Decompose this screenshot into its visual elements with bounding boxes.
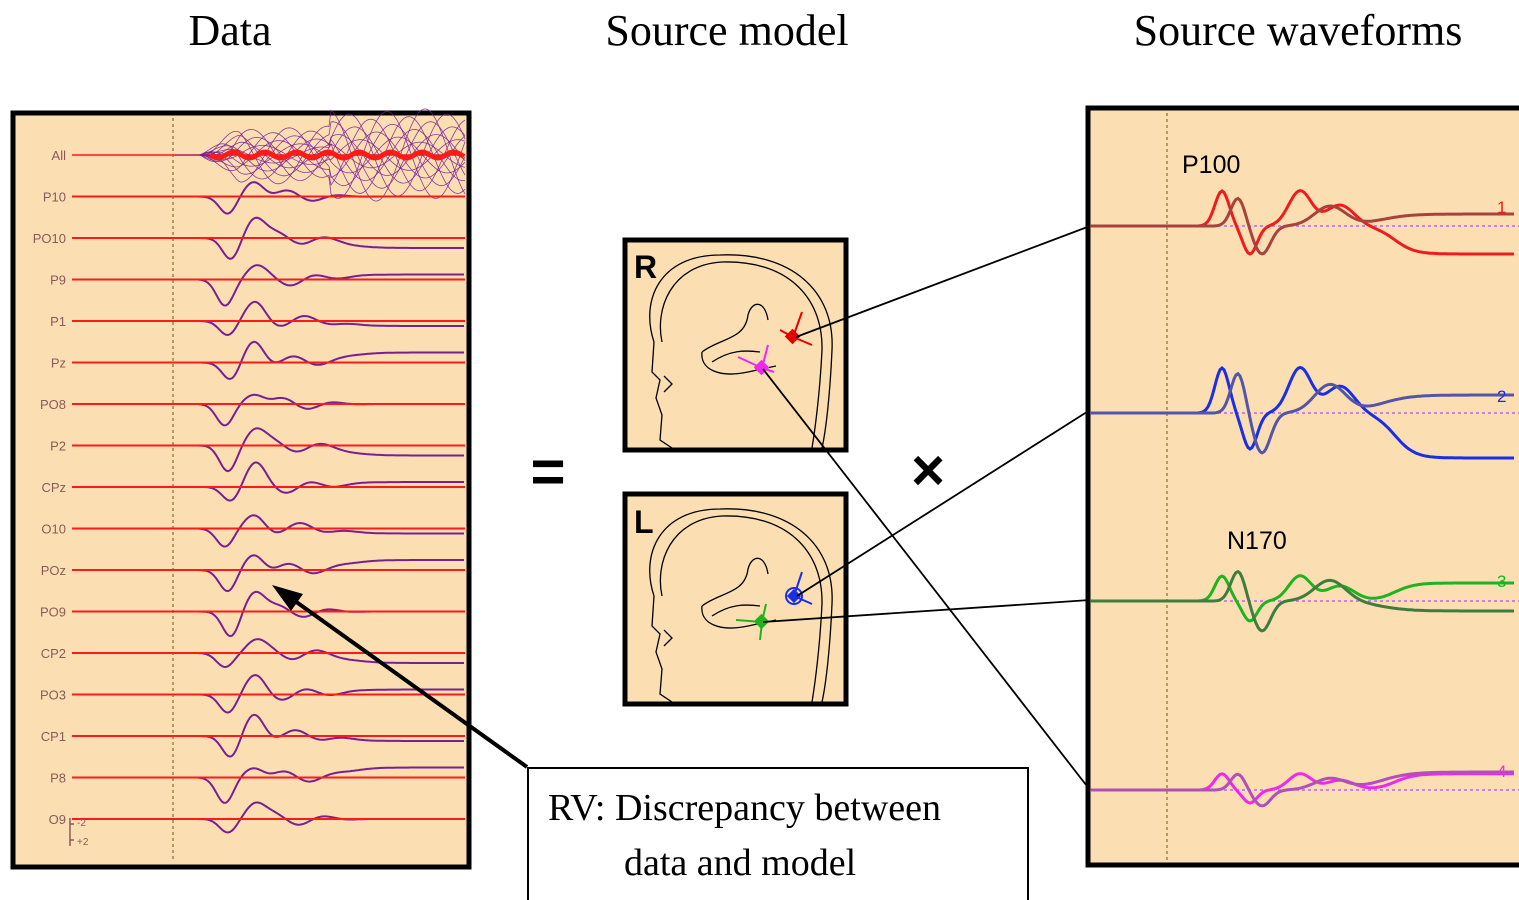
connector-source-4 xyxy=(762,368,1091,791)
waveforms-panel: P100 N170 1 2 3 4 xyxy=(1085,105,1519,868)
source-waveform-alt xyxy=(1090,196,1514,256)
equals-sign: = xyxy=(530,438,565,505)
title-source-waveforms: Source waveforms xyxy=(1134,6,1463,55)
channel-label: O9 xyxy=(49,812,66,827)
trace-all-overlay xyxy=(175,108,466,202)
rv-box-frame xyxy=(527,767,1029,900)
source-waveform-alt xyxy=(1090,770,1514,808)
rv-arrow xyxy=(272,585,529,769)
head-right-outline xyxy=(649,254,833,449)
trace-all-overlay xyxy=(175,118,466,192)
channel-label: PO10 xyxy=(33,231,66,246)
source-number-2: 2 xyxy=(1497,387,1506,406)
channel-label: Pz xyxy=(51,356,66,371)
channel-label: P1 xyxy=(50,314,66,329)
rv-box-line2: data and model xyxy=(624,842,856,884)
channel-label: P9 xyxy=(50,273,66,288)
rv-box-line1: RV: Discrepancy between xyxy=(548,787,941,829)
head-right-panel: R xyxy=(622,237,849,453)
data-panel: AllP10PO10P9P1PzPO8P2CPzO10POzPO9CP2PO3C… xyxy=(10,108,472,870)
head-right-label: R xyxy=(634,249,657,285)
source-number-3: 3 xyxy=(1497,572,1506,591)
channel-label: CP2 xyxy=(41,646,66,661)
channel-label: P2 xyxy=(50,439,66,454)
connector-source-2 xyxy=(796,409,1091,597)
connector-source-3 xyxy=(762,599,1091,623)
source-number-4: 4 xyxy=(1497,762,1506,781)
scale-label-bottom: +2 xyxy=(77,837,89,848)
channel-label: CP1 xyxy=(41,729,66,744)
waveforms-panel-frame xyxy=(1085,105,1519,868)
dipole-source-1 xyxy=(779,311,813,346)
trace-all-overlay xyxy=(175,116,466,194)
source-number-1: 1 xyxy=(1497,198,1506,217)
data-scale-bar: -2 +2 xyxy=(69,818,89,848)
scale-label-top: -2 xyxy=(77,818,86,829)
peak-label-n170: N170 xyxy=(1227,527,1287,555)
connector-lines xyxy=(762,225,1091,791)
trace-all-overlay xyxy=(175,134,466,176)
data-traces xyxy=(72,108,466,834)
source-traces xyxy=(1090,189,1519,808)
trace-all-overlay xyxy=(175,111,466,199)
dipole-source-2 xyxy=(785,571,813,605)
trace-all-overlay xyxy=(175,121,466,189)
peak-label-p100: P100 xyxy=(1182,151,1240,179)
data-panel-frame xyxy=(10,110,472,870)
connector-source-1 xyxy=(795,225,1091,338)
channel-label: O10 xyxy=(41,522,66,537)
channel-label: P10 xyxy=(43,190,66,205)
trace-all-overlay xyxy=(175,141,466,169)
rv-box: RV: Discrepancy between data and model xyxy=(527,767,1029,900)
channel-label: POz xyxy=(41,563,66,578)
channel-label: PO8 xyxy=(40,397,66,412)
head-left-label: L xyxy=(634,504,654,540)
head-left-outline xyxy=(649,508,833,703)
times-sign: × xyxy=(911,438,945,503)
trace-all-red xyxy=(208,149,466,161)
title-data: Data xyxy=(188,6,271,55)
head-left-frame xyxy=(622,491,849,707)
data-channel-labels: AllP10PO10P9P1PzPO8P2CPzO10POzPO9CP2PO3C… xyxy=(33,148,66,827)
channel-label: PO3 xyxy=(40,688,66,703)
channel-label: All xyxy=(52,148,67,163)
dipole-source-3 xyxy=(735,603,770,641)
channel-label: CPz xyxy=(41,480,66,495)
head-left-panel: L xyxy=(622,491,849,707)
title-source-model: Source model xyxy=(605,6,848,55)
channel-label: P8 xyxy=(50,771,66,786)
source-waveform-alt xyxy=(1090,569,1514,633)
head-right-frame xyxy=(622,237,849,453)
channel-label: PO9 xyxy=(40,605,66,620)
source-waveform-alt xyxy=(1090,371,1514,455)
